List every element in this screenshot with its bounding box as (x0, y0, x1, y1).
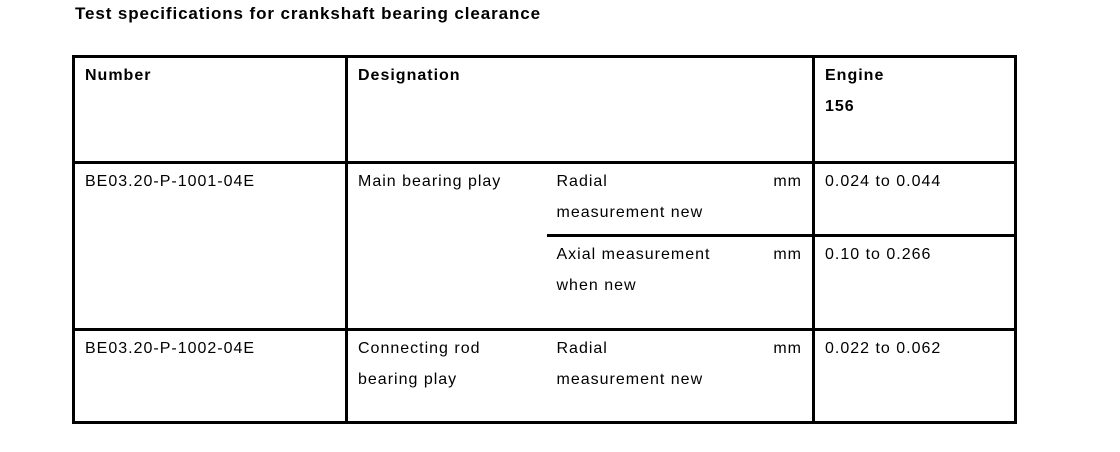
engine-label: Engine (825, 67, 885, 84)
cell-number: BE03.20-P-1001-04E (73, 162, 348, 330)
engine-model: 156 (825, 98, 855, 115)
measurement-name: Axial measurement when new (556, 246, 711, 294)
col-header-number: Number (73, 56, 348, 164)
table-row-conrod-bearing: BE03.20-P-1002-04E Connecting rod bearin… (73, 328, 1016, 423)
measurement-unit: mm (773, 246, 802, 263)
table-row-main-bearing: BE03.20-P-1001-04E Main bearing play Rad… (73, 162, 1016, 330)
cell-measurement: Radial measurement new mm (546, 328, 815, 423)
measurement-unit: mm (773, 173, 802, 190)
spec-table: Number Designation Engine 156 BE03.20-P-… (72, 55, 1017, 424)
col-header-designation: Designation (346, 56, 815, 164)
cell-measurement: Axial measurement when new mm (546, 235, 815, 330)
measurement-name: Radial measurement new (556, 173, 704, 221)
cell-measurement: Radial measurement new mm (546, 162, 815, 237)
measurement-unit: mm (773, 340, 802, 357)
col-header-engine: Engine 156 (813, 56, 1016, 164)
cell-value: 0.10 to 0.266 (825, 246, 932, 263)
page-title: Test specifications for crankshaft beari… (75, 4, 541, 23)
cell-value: 0.022 to 0.062 (813, 328, 1016, 423)
cell-designation: Main bearing play (358, 173, 502, 190)
table-subrow-axial: Axial measurement when new mm 0.10 to 0.… (74, 235, 1016, 330)
cell-designation: Connecting rod bearing play (346, 328, 547, 423)
measurement-name: Radial measurement new (556, 340, 704, 388)
cell-number: BE03.20-P-1002-04E (73, 328, 348, 423)
table-header-row: Number Designation Engine 156 (73, 56, 1016, 164)
cell-value: 0.024 to 0.044 (813, 162, 1016, 237)
